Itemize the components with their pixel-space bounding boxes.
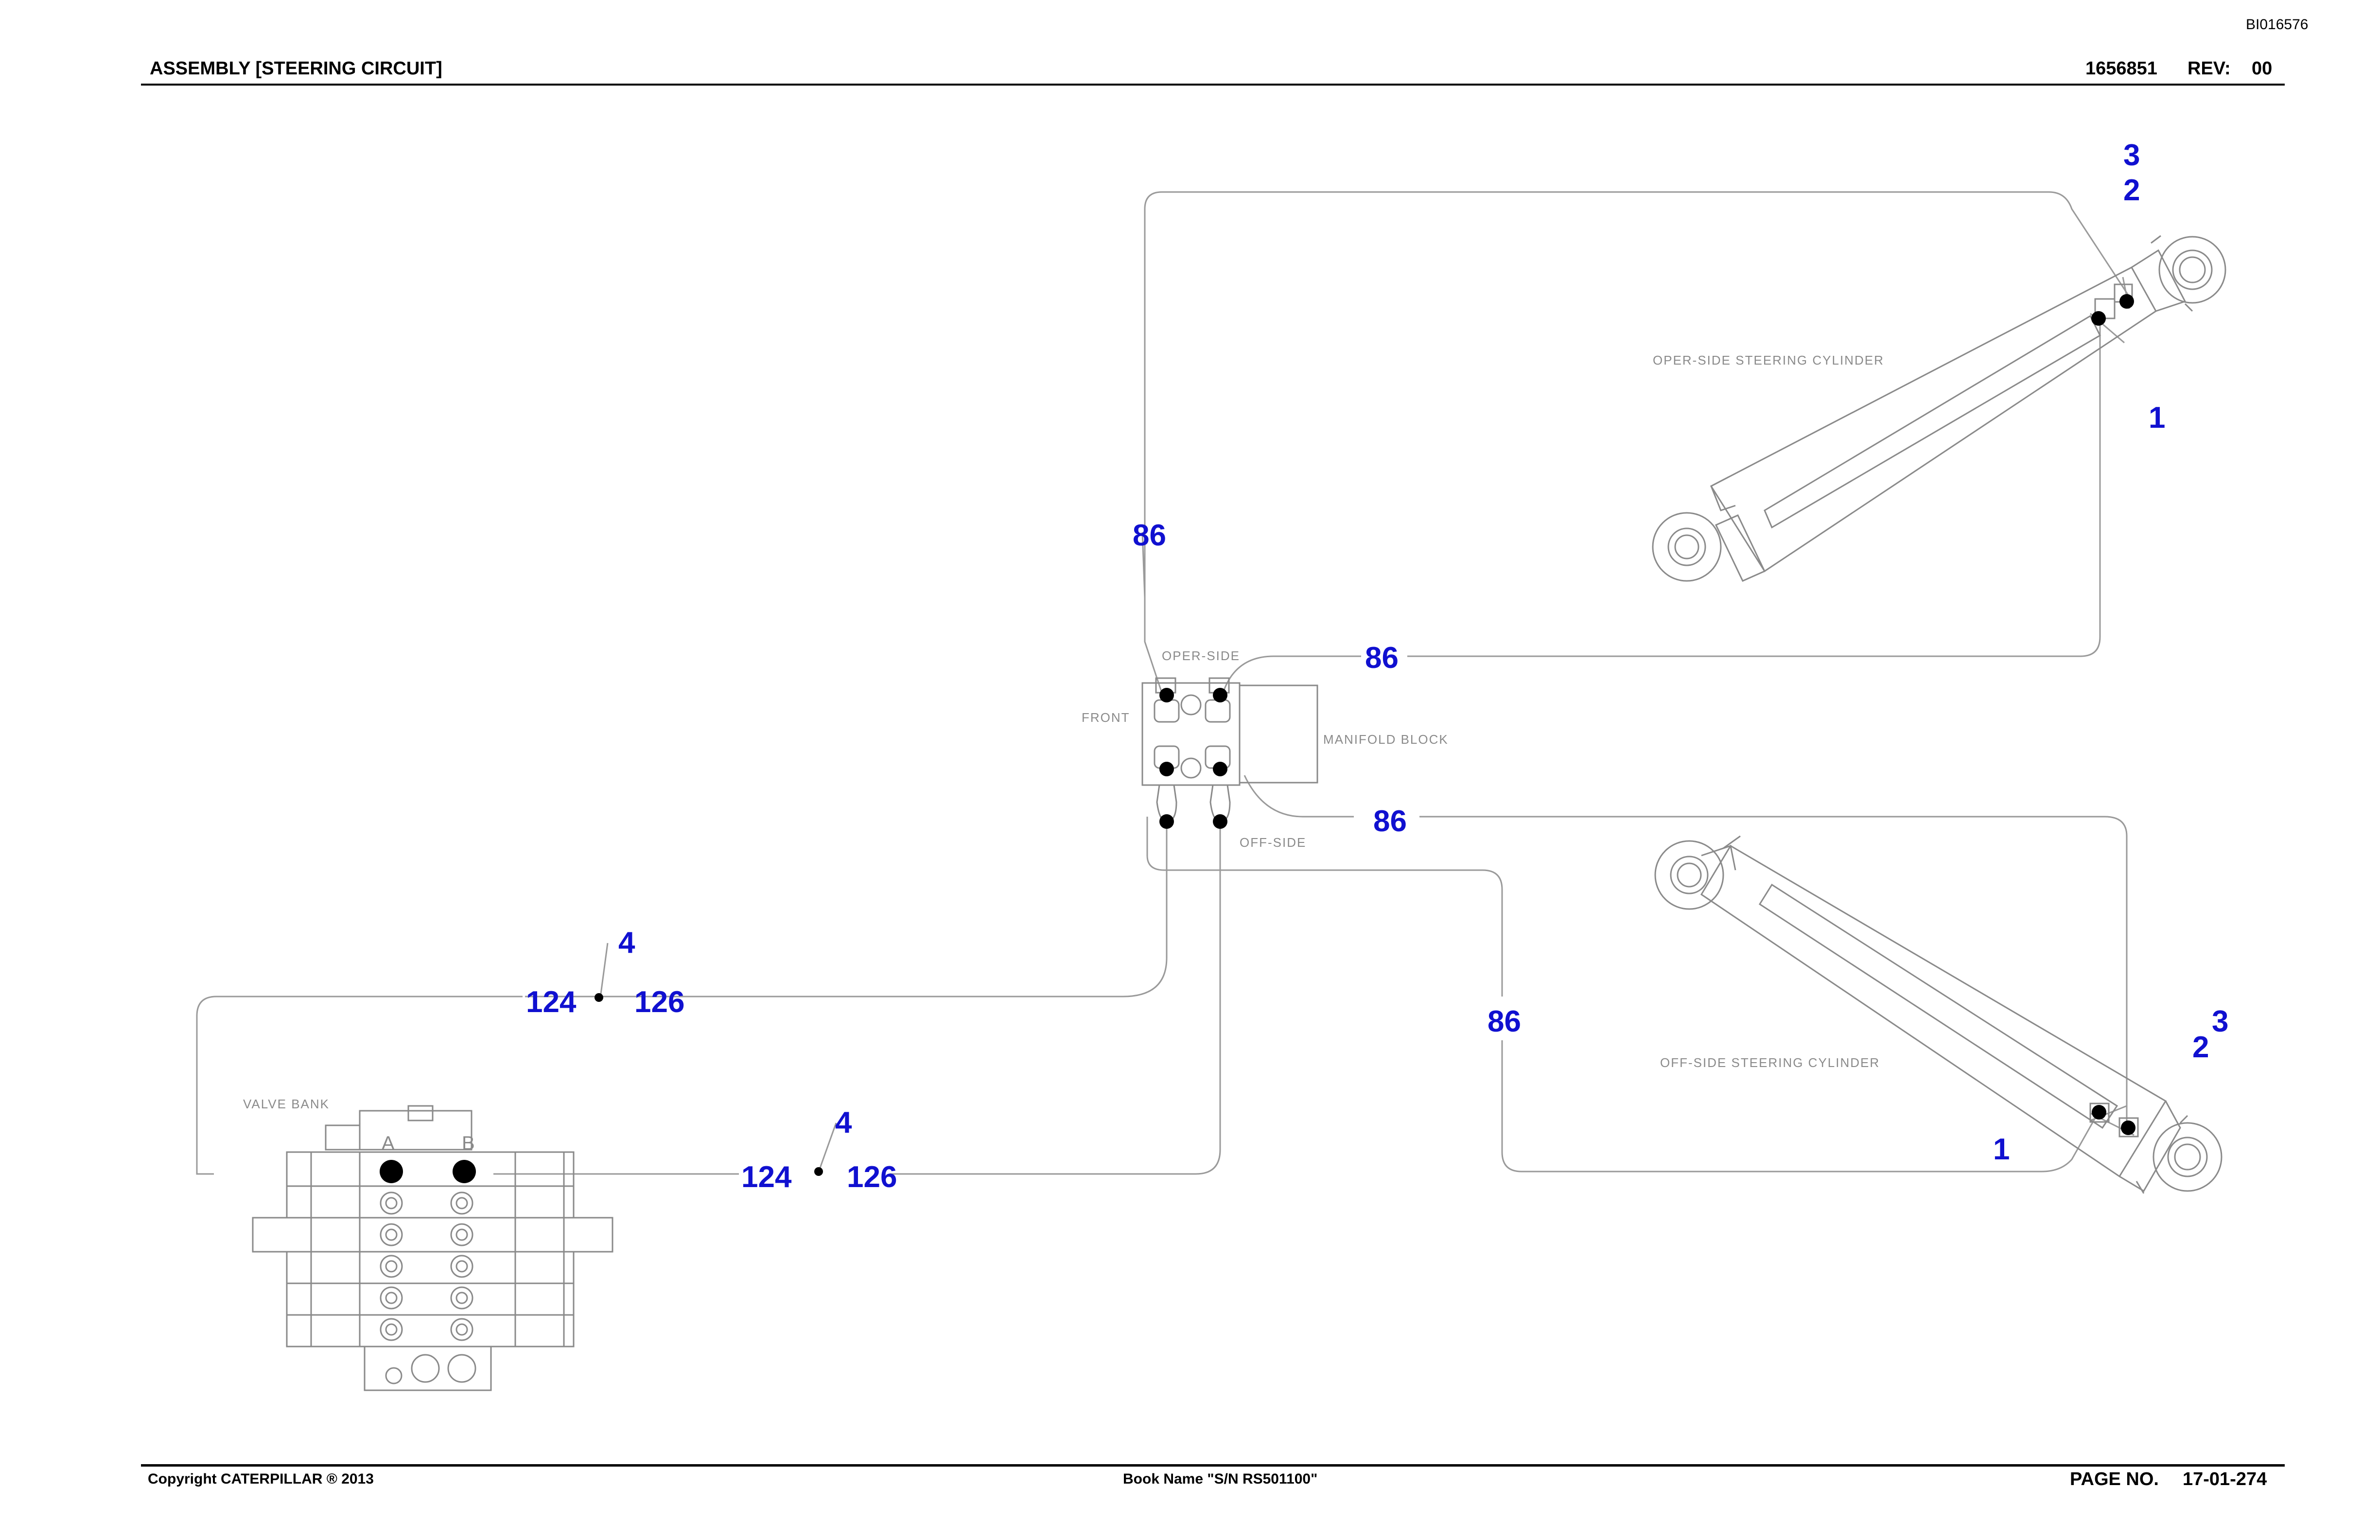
callout-lower-line-124: 124 (741, 1160, 792, 1194)
callout-lower-cyl-3: 3 (2212, 1005, 2228, 1038)
callout-upper-line-4: 4 (618, 926, 635, 960)
callout-upper-line-124: 124 (526, 985, 577, 1019)
page-title: ASSEMBLY [STEERING CIRCUIT] (150, 58, 442, 79)
callout-hose-86-top-left: 86 (1133, 519, 1166, 552)
book-name: Book Name "S/N RS501100" (1123, 1471, 1318, 1487)
line-connectors (595, 993, 823, 1176)
off-side-label: OFF-SIDE (1240, 835, 1306, 850)
front-label: FRONT (1082, 710, 1130, 725)
off-side-cylinder-label: OFF-SIDE STEERING CYLINDER (1660, 1055, 1880, 1070)
copyright-text: Copyright CATERPILLAR ® 2013 (148, 1471, 374, 1487)
callout-upper-line-126: 126 (634, 985, 684, 1019)
oper-side-cylinder-label: OPER-SIDE STEERING CYLINDER (1653, 353, 1884, 368)
callout-hose-86-lower: 86 (1488, 1005, 1521, 1038)
callout-hose-86-mid-right: 86 (1373, 805, 1407, 838)
valve-bank-ports (380, 1160, 476, 1183)
callout-hose-86-top-right: 86 (1365, 641, 1399, 675)
page-number-value: 17-01-274 (2183, 1469, 2267, 1489)
callout-lower-cyl-2: 2 (2192, 1031, 2209, 1064)
callout-lower-line-126: 126 (847, 1160, 897, 1194)
callout-lower-line-4: 4 (835, 1106, 852, 1139)
revision-value: 00 (2252, 58, 2273, 79)
oper-side-label: OPER-SIDE (1162, 648, 1240, 663)
callout-lower-cyl-1: 1 (1993, 1133, 2010, 1166)
off-side-cylinder-ports (2092, 1105, 2135, 1135)
oper-side-cylinder-ports (2091, 294, 2134, 326)
off-side-steering-cylinder (1654, 835, 2222, 1194)
valve-bank-spools (380, 1191, 476, 1384)
document-code: BI016576 (2246, 17, 2309, 33)
part-number: 1656851 (2085, 58, 2157, 79)
page-number-label: PAGE NO. (2070, 1469, 2159, 1489)
callout-upper-cyl-2: 2 (2123, 174, 2140, 207)
header-rule (141, 84, 2285, 86)
port-a-label: A (382, 1133, 396, 1154)
manifold-ports (1159, 688, 1227, 829)
oper-side-steering-cylinder (1652, 235, 2226, 582)
callout-upper-cyl-3: 3 (2123, 139, 2140, 172)
port-b-label: B (462, 1133, 476, 1154)
callout-upper-cyl-1: 1 (2149, 401, 2165, 435)
valve-bank (252, 1105, 613, 1391)
revision-label: REV: (2188, 58, 2231, 79)
manifold-block-label: MANIFOLD BLOCK (1323, 732, 1449, 747)
valve-bank-label: VALVE BANK (243, 1097, 330, 1111)
hose-lines (196, 191, 2135, 1175)
footer-rule (141, 1464, 2285, 1467)
